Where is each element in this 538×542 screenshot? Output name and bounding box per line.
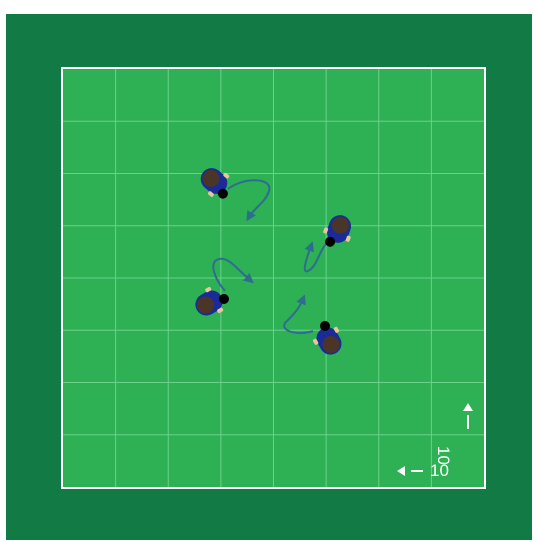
pitch xyxy=(61,67,486,489)
vertical-scale-label: 10 xyxy=(435,446,452,465)
pitch-drawing xyxy=(63,69,484,487)
